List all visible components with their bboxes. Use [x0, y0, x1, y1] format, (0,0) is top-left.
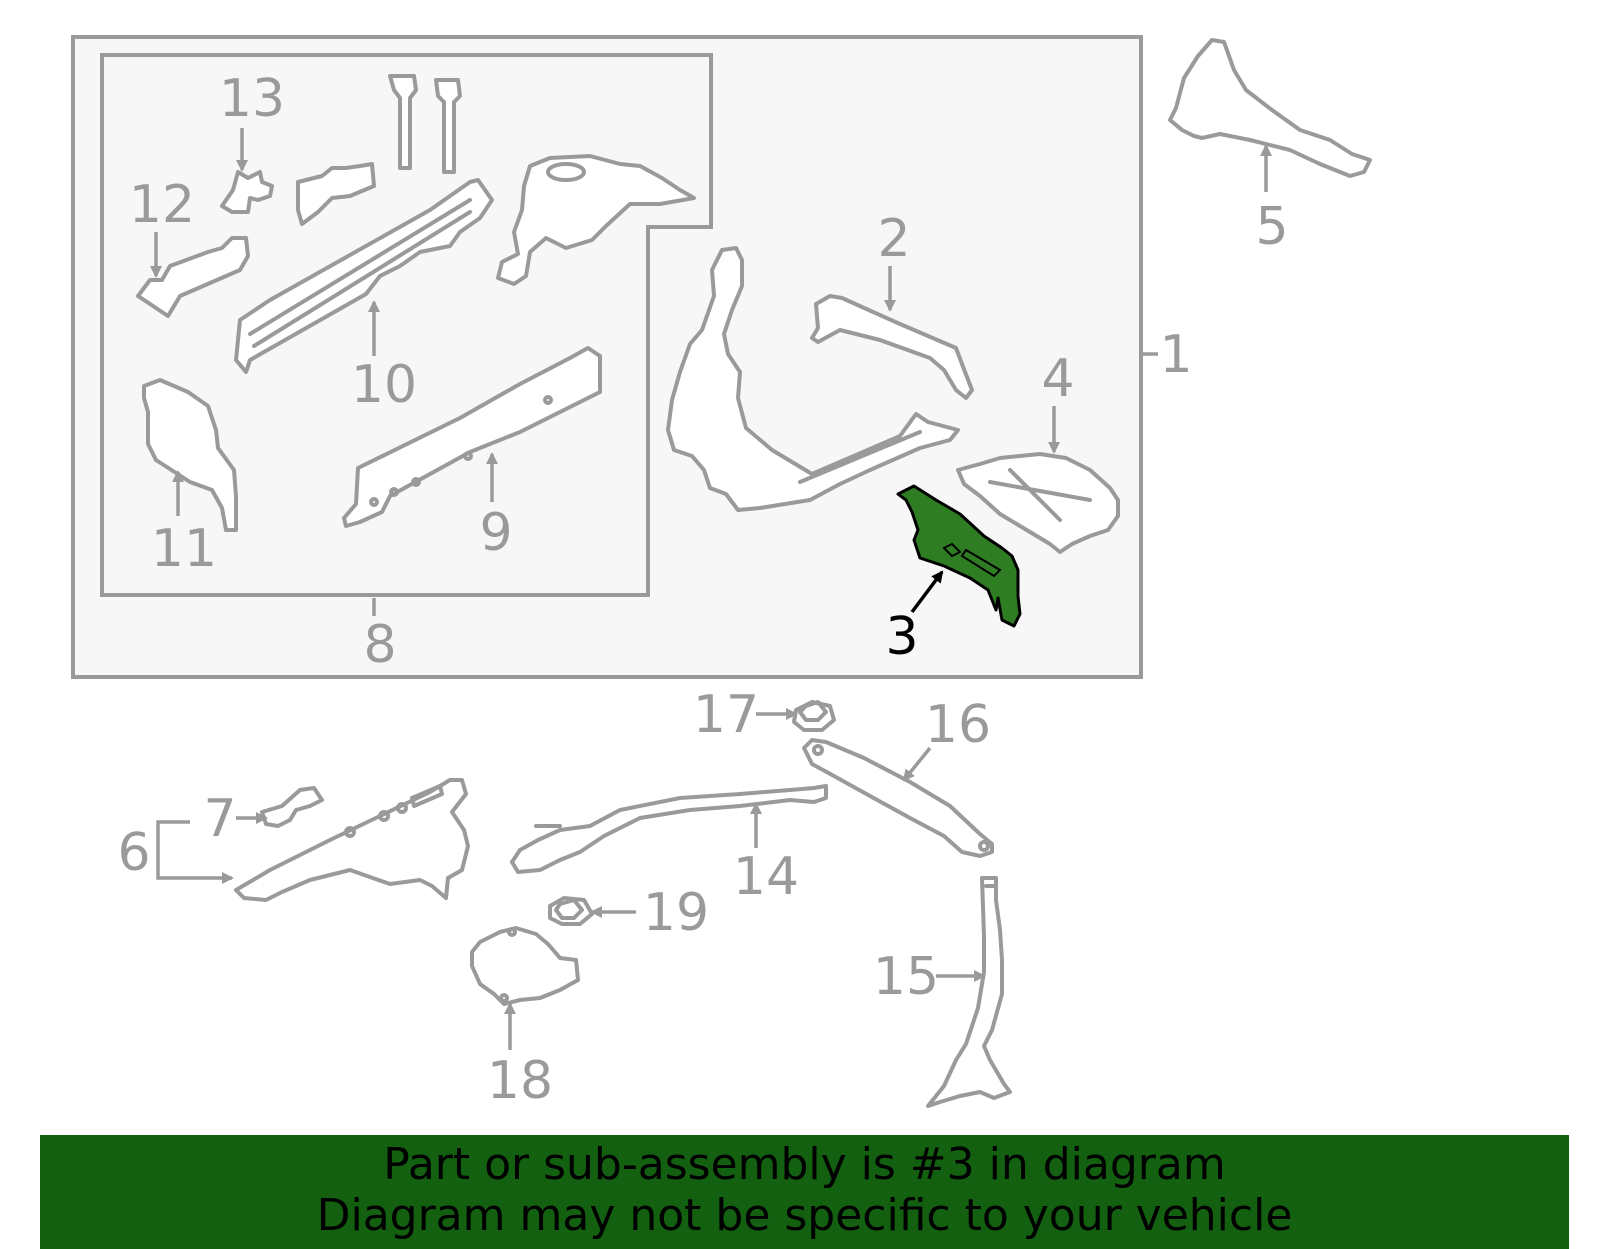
label-6: 6 — [117, 823, 150, 883]
leader-16 — [902, 746, 932, 782]
bolt-pair[interactable] — [388, 74, 462, 174]
leader-3 — [910, 570, 944, 614]
label-19: 19 — [643, 883, 709, 943]
info-banner: Part or sub-assembly is #3 in diagram Di… — [40, 1135, 1569, 1249]
label-13: 13 — [219, 69, 285, 129]
part-9-reinforcement[interactable] — [342, 346, 602, 528]
part-10-rail[interactable] — [234, 178, 494, 374]
part-2-member[interactable] — [810, 294, 974, 400]
leader-lines — [150, 128, 1272, 1050]
part-14-brace[interactable] — [510, 784, 828, 874]
part-15-post[interactable] — [926, 876, 1012, 1108]
label-9: 9 — [479, 503, 512, 563]
leader-6 — [156, 820, 234, 884]
label-7: 7 — [203, 789, 236, 849]
part-18-bracket[interactable] — [470, 926, 580, 1006]
label-5: 5 — [1255, 197, 1288, 257]
label-8: 8 — [363, 615, 396, 675]
label-1: 1 — [1159, 325, 1192, 385]
part-6-rail[interactable] — [234, 778, 470, 902]
banner-line-2: Diagram may not be specific to your vehi… — [316, 1190, 1293, 1241]
label-15: 15 — [873, 947, 939, 1007]
label-17: 17 — [693, 685, 759, 745]
label-14: 14 — [733, 847, 799, 907]
label-11: 11 — [151, 519, 217, 579]
part-16-strut[interactable] — [802, 738, 994, 858]
part-4-floor-panel[interactable] — [956, 452, 1120, 554]
banner-line-1: Part or sub-assembly is #3 in diagram — [383, 1139, 1226, 1190]
label-4: 4 — [1041, 349, 1074, 409]
label-2: 2 — [877, 209, 910, 269]
label-16: 16 — [925, 695, 991, 755]
part-13-bracket[interactable] — [220, 170, 274, 214]
part-19-nut[interactable] — [548, 896, 594, 926]
label-10: 10 — [351, 355, 417, 415]
part-8-apron[interactable] — [496, 154, 696, 286]
part-1-side-frame[interactable] — [666, 246, 960, 512]
part-17-nut[interactable] — [792, 700, 836, 732]
label-3: 3 — [885, 607, 918, 667]
part-7-bracket[interactable] — [260, 786, 324, 828]
label-12: 12 — [129, 175, 195, 235]
part-10-brace[interactable] — [296, 162, 376, 226]
part-11-panel[interactable] — [142, 378, 238, 532]
part-12-bracket[interactable] — [136, 236, 250, 318]
label-18: 18 — [487, 1051, 553, 1111]
part-3-highlighted[interactable] — [896, 484, 1022, 628]
part-5-rail[interactable] — [1168, 38, 1372, 178]
